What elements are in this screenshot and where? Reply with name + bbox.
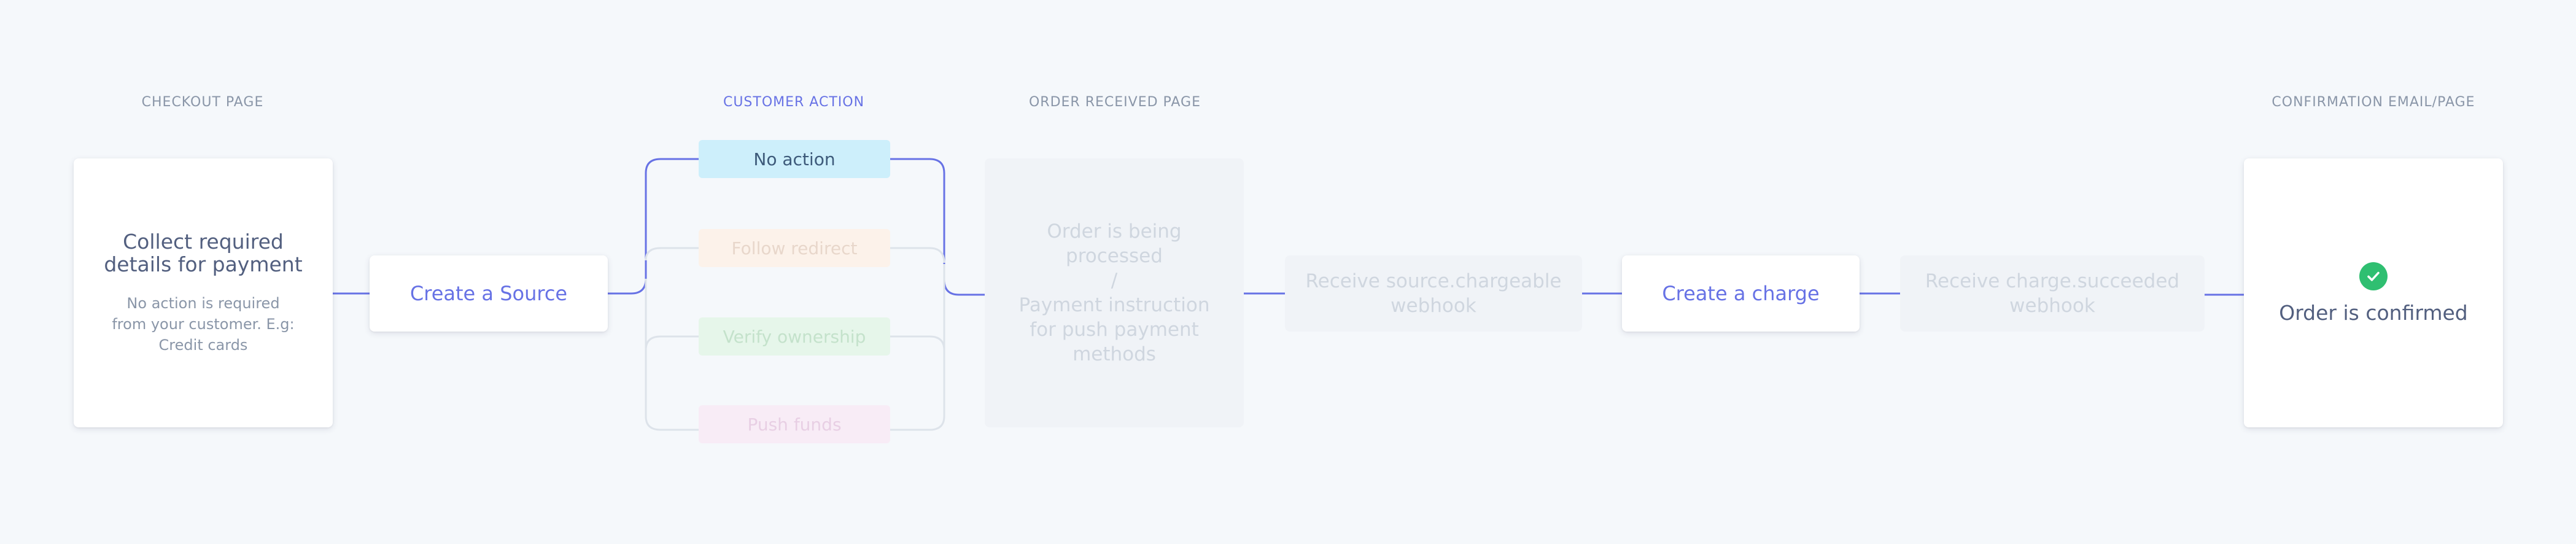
connector-faded-left-verify [645, 335, 699, 351]
order-confirmed-text: Order is confirmed [2279, 300, 2468, 325]
connector-faded-right-bus [890, 264, 945, 431]
action-verify-ownership-label: Verify ownership [723, 326, 866, 347]
order-line3: / [1111, 270, 1118, 292]
checkout-card: Collect required details for payment No … [74, 158, 333, 427]
order-line2: processed [1066, 245, 1163, 267]
checkout-card-title: Collect required details for payment [104, 230, 302, 276]
connector-faded-left-redirect [645, 247, 699, 261]
connector-branch-order [890, 158, 985, 296]
create-charge-label: Create a charge [1662, 282, 1820, 305]
checkout-title-line2: details for payment [104, 252, 303, 276]
order-line1: Order is being [1047, 220, 1182, 243]
action-follow-redirect-label: Follow redirect [731, 238, 858, 258]
order-received-card: Order is being processed / Payment instr… [985, 158, 1244, 427]
heading-checkout-page: CHECKOUT PAGE [141, 95, 264, 110]
order-received-text: Order is being processed / Payment instr… [1019, 219, 1210, 367]
connector-faded-right-redirect [890, 247, 945, 263]
action-no-action-label: No action [753, 149, 836, 169]
action-follow-redirect[interactable]: Follow redirect [699, 229, 890, 267]
chargeable-line1: Receive source.chargeable [1305, 270, 1562, 292]
order-line4: Payment instruction [1018, 294, 1210, 316]
checkout-sub-line2: from your customer. E.g: [112, 316, 295, 333]
succeeded-line2: webhook [2009, 295, 2095, 317]
create-source-step[interactable]: Create a Source [370, 255, 608, 332]
action-push-funds-label: Push funds [747, 414, 842, 435]
action-verify-ownership[interactable]: Verify ownership [699, 317, 890, 356]
checkout-sub-line1: No action is required [126, 295, 280, 312]
check-icon [2359, 262, 2388, 290]
succeeded-line1: Receive charge.succeeded [1925, 270, 2180, 292]
create-source-label: Create a Source [409, 282, 568, 305]
action-no-action[interactable]: No action [699, 140, 890, 178]
action-push-funds[interactable]: Push funds [699, 405, 890, 443]
checkout-sub-line3: Credit cards [158, 336, 248, 354]
create-charge-step[interactable]: Create a charge [1622, 255, 1860, 332]
confirmation-card: Order is confirmed [2244, 158, 2503, 427]
heading-confirmation-page: CONFIRMATION EMAIL/PAGE [2271, 95, 2475, 110]
connector-source-branch [608, 158, 699, 295]
heading-customer-action: CUSTOMER ACTION [723, 95, 865, 110]
chargeable-webhook-text: Receive source.chargeable webhook [1305, 269, 1561, 318]
checkout-title-line1: Collect required [123, 230, 284, 254]
succeeded-webhook-step: Receive charge.succeeded webhook [1900, 255, 2205, 332]
checkout-card-subtitle: No action is required from your customer… [112, 293, 294, 356]
succeeded-webhook-text: Receive charge.succeeded webhook [1925, 269, 2179, 318]
order-line5: for push payment [1030, 319, 1199, 341]
chargeable-line2: webhook [1391, 295, 1476, 317]
order-line6: methods [1073, 343, 1156, 365]
heading-order-received-page: ORDER RECEIVED PAGE [1028, 95, 1201, 110]
connector-faded-left-bus [645, 279, 699, 431]
connector-faded-right-verify [890, 335, 945, 351]
chargeable-webhook-step: Receive source.chargeable webhook [1285, 255, 1582, 332]
